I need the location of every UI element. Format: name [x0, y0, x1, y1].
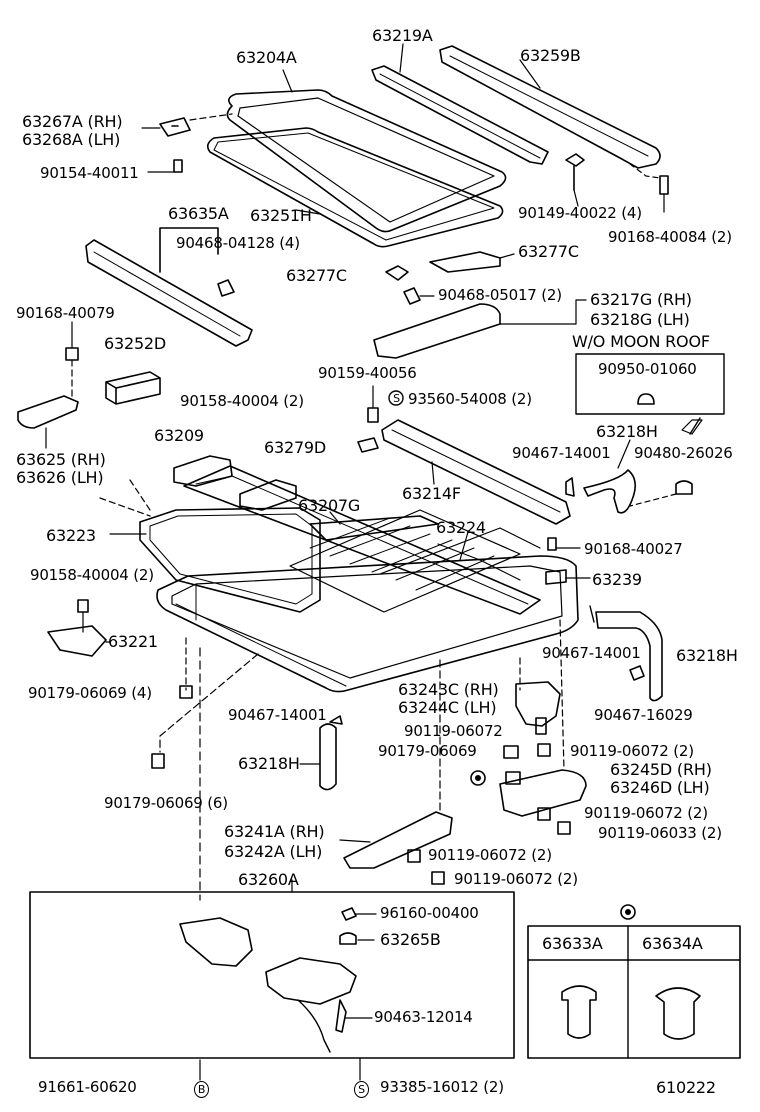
part-label: 90468-04128 (4) — [176, 234, 300, 252]
part-label: 91661-60620 — [38, 1078, 137, 1096]
block-63252D-drawing — [105, 371, 161, 405]
frame-assembly-drawing — [99, 455, 579, 901]
part-label: 63277C — [518, 242, 579, 261]
symbol-b: B — [194, 1081, 209, 1098]
rail-63259B-drawing — [439, 45, 661, 169]
part-label: 63277C — [286, 266, 347, 285]
part-label: 63635A — [168, 204, 229, 223]
part-label: 63625 (RH) — [16, 450, 106, 469]
part-label: 90468-05017 (2) — [438, 286, 562, 304]
section-title: W/O MOON ROOF — [572, 332, 710, 351]
part-label: 63246D (LH) — [610, 778, 710, 797]
part-label: 63260A — [238, 870, 299, 889]
drive-motor-drawing — [179, 917, 253, 967]
part-label: 90463-12014 — [374, 1008, 473, 1026]
diagram-number: 610222 — [656, 1078, 716, 1097]
part-label: 90149-40022 (4) — [518, 204, 642, 222]
part-label: 63239 — [592, 570, 642, 589]
part-label: 63218H — [238, 754, 300, 773]
part-label: 90158-40004 (2) — [180, 392, 304, 410]
table-header: 63634A — [642, 934, 703, 953]
deflector-drawing — [85, 227, 253, 347]
part-label: 90179-06069 — [378, 742, 477, 760]
rail-63214F-drawing — [381, 419, 571, 525]
part-label: 90119-06072 (2) — [570, 742, 694, 760]
part-label: 90119-06072 (2) — [584, 804, 708, 822]
part-label: 63207G — [298, 496, 361, 515]
motor-assembly-box — [29, 891, 515, 1059]
part-label: 90168-40084 (2) — [608, 228, 732, 246]
part-label: 63224 — [436, 518, 486, 537]
part-label: 63209 — [154, 426, 204, 445]
part-label: 63267A (RH) — [22, 112, 123, 131]
bracket-63241A-drawing — [343, 811, 453, 869]
part-label: 90467-16029 — [594, 706, 693, 724]
part-label: 90154-40011 — [40, 164, 139, 182]
bracket-63267A-drawing — [159, 117, 191, 137]
part-label: 90467-14001 — [512, 444, 611, 462]
part-label: 63242A (LH) — [224, 842, 323, 861]
part-label: 90168-40027 — [584, 540, 683, 558]
part-label: 90179-06069 (4) — [28, 684, 152, 702]
part-label: 63268A (LH) — [22, 130, 121, 149]
part-label: 90159-40056 — [318, 364, 417, 382]
part-label: 90168-40079 — [16, 304, 115, 322]
part-label: 90179-06069 (6) — [104, 794, 228, 812]
part-label: 90119-06033 (2) — [598, 824, 722, 842]
part-label: 90467-14001 — [228, 706, 327, 724]
part-label: 63251H — [250, 206, 312, 225]
part-label: 90950-01060 — [598, 360, 697, 378]
part-label: 63252D — [104, 334, 167, 353]
symbol-s: S — [354, 1081, 369, 1098]
part-label: 63218G (LH) — [590, 310, 690, 329]
part-label: 90119-06072 (2) — [454, 870, 578, 888]
glass-panel-drawing — [226, 89, 507, 233]
part-label: 63218H — [596, 422, 658, 441]
rail-63219A-drawing — [371, 43, 549, 165]
part-label: 93385-16012 (2) — [380, 1078, 504, 1096]
table-header: 63633A — [542, 934, 603, 953]
part-label: 63214F — [402, 484, 461, 503]
bracket-63243C-drawing — [515, 681, 561, 727]
part-label: 90119-06072 — [404, 722, 503, 740]
part-label: 63221 — [108, 632, 158, 651]
part-label: 93560-54008 (2) — [408, 390, 532, 408]
part-label: 63243C (RH) — [398, 680, 499, 699]
bracket-63245D-drawing — [499, 769, 587, 817]
weatherstrip-drawing — [206, 127, 504, 248]
part-label: 90480-26026 — [634, 444, 733, 462]
part-label: 63245D (RH) — [610, 760, 712, 779]
drain-hose-63218H-drawing — [583, 469, 636, 514]
part-label: 63241A (RH) — [224, 822, 325, 841]
part-label: 63279D — [264, 438, 327, 457]
arm-63625-drawing — [17, 395, 79, 429]
part-label: 90467-14001 — [542, 644, 641, 662]
symbol-s: S — [393, 392, 400, 405]
part-label: 63217G (RH) — [590, 290, 692, 309]
part-label: 96160-00400 — [380, 904, 479, 922]
part-label: 63223 — [46, 526, 96, 545]
part-label: 63204A — [236, 48, 297, 67]
part-label: 63626 (LH) — [16, 468, 104, 487]
part-label: 63259B — [520, 46, 581, 65]
part-label: 63265B — [380, 930, 441, 949]
guide-63217G-drawing — [373, 303, 501, 359]
part-label: 90158-40004 (2) — [30, 566, 154, 584]
part-label: 90119-06072 (2) — [428, 846, 552, 864]
part-label: 63219A — [372, 26, 433, 45]
part-label: 63218H — [676, 646, 738, 665]
plate-63221-drawing — [47, 625, 107, 657]
grommet-table — [527, 904, 741, 1059]
part-label: 63244C (LH) — [398, 698, 497, 717]
